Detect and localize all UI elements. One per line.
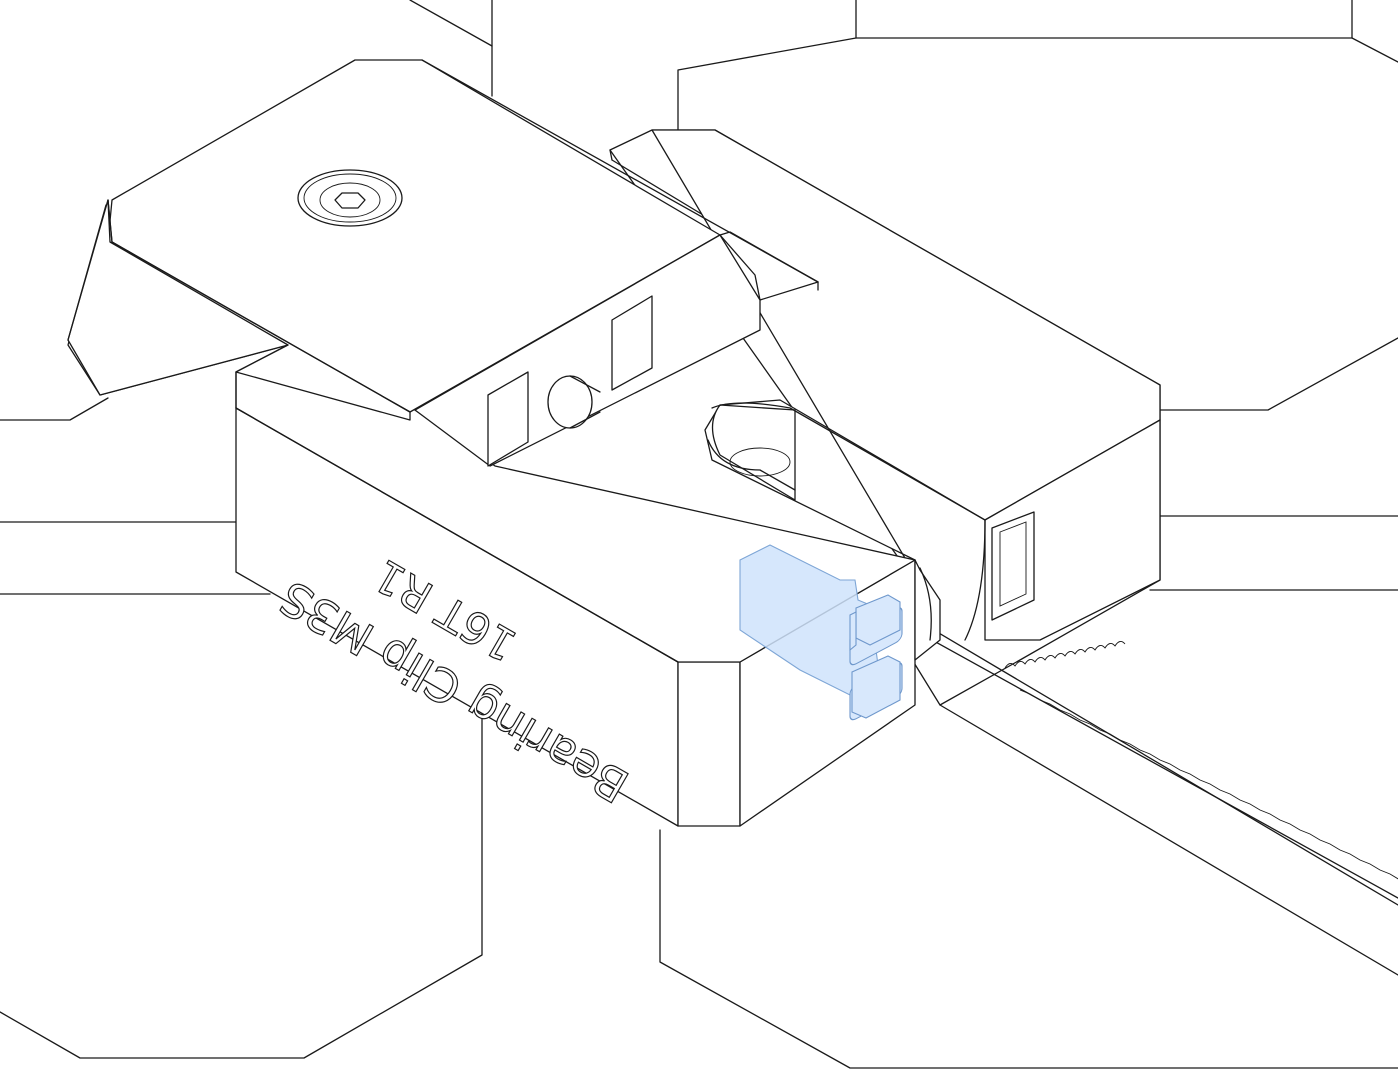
cap-screw[interactable]: [297, 169, 403, 227]
bearing-clip-body[interactable]: [235, 129, 1161, 827]
background-hex-pattern: [0, 0, 1398, 1069]
selected-clip-part[interactable]: [739, 544, 903, 722]
hex-socket-icon: [334, 192, 366, 209]
bearing-cap[interactable]: [67, 59, 819, 467]
